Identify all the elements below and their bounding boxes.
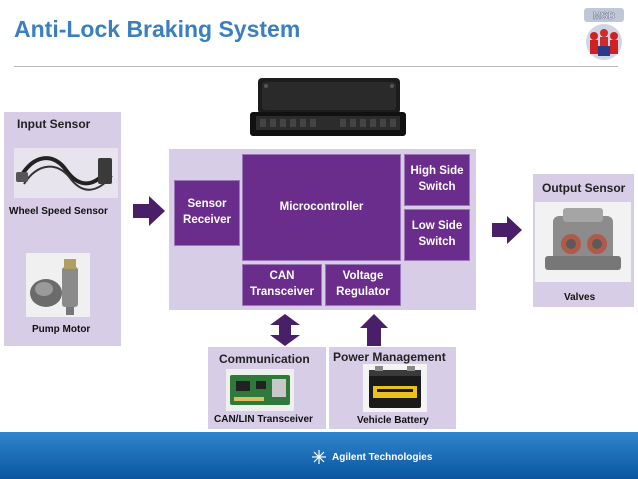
low-side-switch-block: Low Side Switch (404, 209, 470, 261)
title-divider (14, 66, 618, 67)
can-lin-transceiver-label: CAN/LIN Transceiver (214, 414, 313, 425)
valves-label: Valves (564, 292, 596, 303)
slide-title: Anti-Lock Braking System (14, 16, 301, 42)
sensor-receiver-block: Sensor Receiver (174, 180, 240, 246)
voltage-regulator-block: Voltage Regulator (325, 264, 401, 306)
agilent-spark-icon (312, 450, 326, 464)
bidirectional-arrow-icon (270, 314, 300, 346)
arrow-up-icon (360, 314, 388, 346)
footer-brand: Agilent Technologies (312, 450, 432, 464)
can-transceiver-block: CAN Transceiver (242, 264, 322, 306)
communication-title: Communication (219, 352, 310, 366)
ecu-module-image (250, 78, 406, 136)
vehicle-battery-image (363, 364, 427, 412)
wheel-speed-sensor-label: Wheel Speed Sensor (9, 206, 108, 217)
footer-brand-text: Agilent Technologies (332, 451, 433, 463)
vehicle-battery-label: Vehicle Battery (357, 415, 429, 426)
power-management-title: Power Management (333, 350, 446, 364)
pump-motor-image (26, 253, 90, 317)
microcontroller-block: Microcontroller (242, 154, 401, 261)
svg-text:MSD: MSD (593, 11, 615, 22)
wheel-speed-sensor-image (14, 148, 118, 198)
output-sensor-title: Output Sensor (542, 181, 626, 195)
high-side-switch-block: High Side Switch (404, 154, 470, 206)
input-sensor-title: Input Sensor (17, 117, 91, 131)
msd-logo: MSD (584, 8, 624, 60)
valves-image (535, 202, 631, 282)
arrow-right-icon (492, 216, 522, 244)
can-lin-transceiver-image (226, 369, 294, 411)
pump-motor-label: Pump Motor (32, 324, 91, 335)
arrow-right-icon (133, 196, 165, 226)
